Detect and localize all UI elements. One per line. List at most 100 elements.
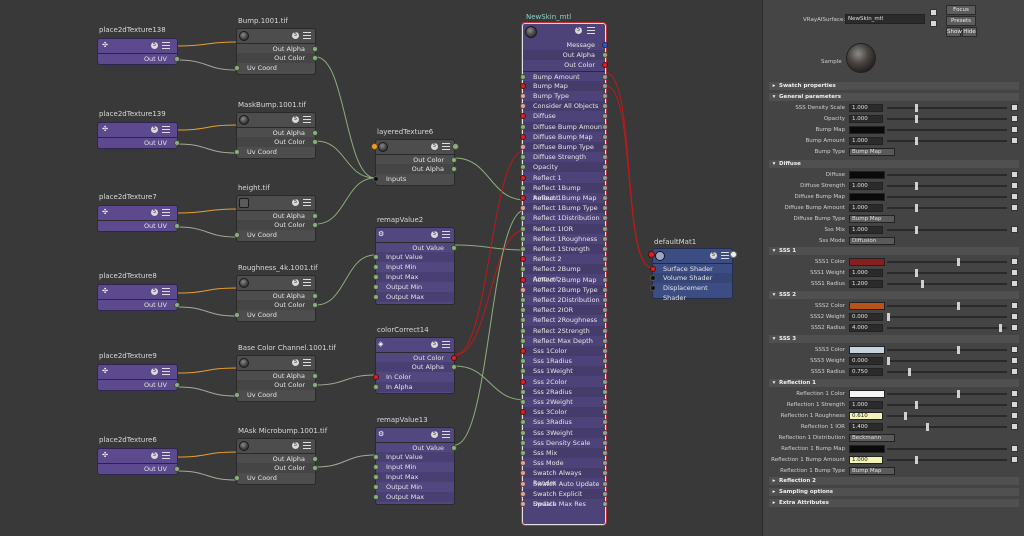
port[interactable] (234, 475, 240, 481)
value-slider[interactable] (887, 448, 1007, 450)
port[interactable] (602, 378, 608, 385)
port[interactable] (520, 348, 526, 354)
value-slider[interactable] (887, 357, 1007, 365)
port[interactable] (520, 409, 526, 416)
value-slider[interactable] (887, 129, 1007, 131)
map-button-icon[interactable] (1011, 137, 1018, 144)
menu-icon[interactable] (303, 199, 311, 206)
toggle-icon[interactable]: 5 (431, 231, 438, 238)
value-slider[interactable] (887, 423, 1007, 431)
color-correct-node[interactable]: colorCorrect14 ◈ 5 Out Color Out Alpha I… (373, 326, 457, 394)
dropdown-select[interactable]: Bump Map (849, 148, 895, 156)
port[interactable] (520, 439, 526, 446)
port[interactable] (451, 245, 457, 251)
menu-icon[interactable] (162, 209, 170, 216)
port[interactable] (520, 246, 526, 252)
port[interactable] (602, 103, 608, 110)
toggle-icon[interactable]: 5 (292, 199, 299, 206)
port[interactable] (520, 144, 526, 150)
header-input-port[interactable] (371, 143, 378, 150)
port[interactable] (602, 73, 608, 80)
port[interactable] (520, 460, 526, 467)
toggle-icon[interactable]: 5 (151, 452, 158, 459)
layered-texture-node[interactable]: layeredTexture6 5 Out Color Out Alpha In… (371, 128, 459, 186)
numeric-field[interactable]: 4.000 (849, 324, 883, 332)
slider-handle[interactable] (904, 412, 908, 420)
port[interactable] (602, 480, 608, 487)
port[interactable] (602, 439, 608, 446)
value-slider[interactable] (887, 104, 1007, 112)
port[interactable] (373, 454, 379, 460)
texture-connection-wire[interactable] (315, 254, 376, 306)
shading-group-node[interactable]: defaultMat1 5 Surface Shader Volume Shad… (648, 238, 737, 302)
numeric-field[interactable]: 1.000 (849, 226, 883, 234)
map-button-icon[interactable] (1011, 115, 1018, 122)
port[interactable] (520, 103, 526, 110)
port[interactable] (602, 154, 608, 161)
texture-connection-wire[interactable] (315, 177, 376, 225)
port[interactable] (602, 490, 608, 497)
port[interactable] (373, 384, 379, 390)
map-button-icon[interactable] (1011, 204, 1018, 211)
port[interactable] (520, 490, 526, 497)
port[interactable] (520, 378, 526, 385)
port[interactable] (174, 382, 180, 388)
port[interactable] (174, 140, 180, 146)
slider-handle[interactable] (920, 280, 924, 288)
value-slider[interactable] (887, 313, 1007, 321)
section-sss1[interactable]: ▾SSS 1 (769, 247, 1019, 255)
port[interactable] (520, 123, 526, 130)
map-button-icon[interactable] (1011, 346, 1018, 353)
port[interactable] (451, 364, 457, 370)
port[interactable] (520, 388, 526, 395)
toggle-icon[interactable]: 5 (292, 116, 299, 123)
toggle-icon[interactable]: 5 (431, 341, 438, 348)
toggle-icon[interactable]: 5 (151, 209, 158, 216)
value-slider[interactable] (887, 456, 1007, 464)
menu-icon[interactable] (442, 341, 450, 348)
port[interactable] (602, 113, 608, 120)
uv-connection-wire[interactable] (177, 367, 237, 374)
map-button-icon[interactable] (1011, 445, 1018, 452)
menu-icon[interactable] (162, 288, 170, 295)
file-texture-node[interactable]: MAsk Microbump.1001.tif 5 Out Alpha Out … (234, 427, 327, 485)
port[interactable] (520, 82, 526, 89)
slider-handle[interactable] (915, 204, 918, 212)
color-swatch[interactable] (849, 346, 885, 354)
port[interactable] (602, 246, 608, 252)
toggle-icon[interactable]: 5 (292, 32, 299, 39)
port[interactable] (520, 501, 526, 507)
port[interactable] (602, 460, 608, 467)
section-reflection1[interactable]: ▾Reflection 1 (769, 379, 1019, 387)
port[interactable] (520, 225, 526, 232)
presets-button[interactable]: Presets (946, 16, 976, 26)
numeric-field[interactable]: 0.000 (849, 357, 883, 365)
texture-connection-wire[interactable] (315, 374, 376, 386)
header-output-port[interactable] (452, 143, 459, 150)
port[interactable] (520, 470, 526, 477)
slider-handle[interactable] (915, 137, 918, 145)
slider-handle[interactable] (957, 346, 960, 354)
map-button-icon[interactable] (1011, 269, 1018, 276)
port[interactable] (373, 374, 379, 380)
port[interactable] (602, 93, 608, 99)
port[interactable] (234, 392, 240, 398)
port[interactable] (373, 494, 379, 500)
menu-icon[interactable] (162, 42, 170, 49)
section-sampling-options[interactable]: ▸Sampling options (769, 488, 1019, 496)
port[interactable] (520, 297, 526, 303)
port[interactable] (520, 429, 526, 436)
port[interactable] (373, 464, 379, 470)
port[interactable] (174, 302, 180, 308)
map-button-icon[interactable] (1011, 357, 1018, 364)
place2d-node[interactable]: place2dTexture7 5 ✣ Out UV (97, 193, 180, 232)
port[interactable] (312, 302, 318, 308)
port[interactable] (234, 149, 240, 155)
focus-button[interactable]: Focus (946, 5, 976, 15)
port[interactable] (602, 419, 608, 426)
port[interactable] (650, 266, 656, 272)
port[interactable] (602, 195, 608, 201)
remap-value-node[interactable]: remapValue2 ⚙ 5 Out Value Input Value In… (373, 216, 457, 305)
port[interactable] (312, 382, 318, 388)
slider-handle[interactable] (999, 324, 1002, 332)
